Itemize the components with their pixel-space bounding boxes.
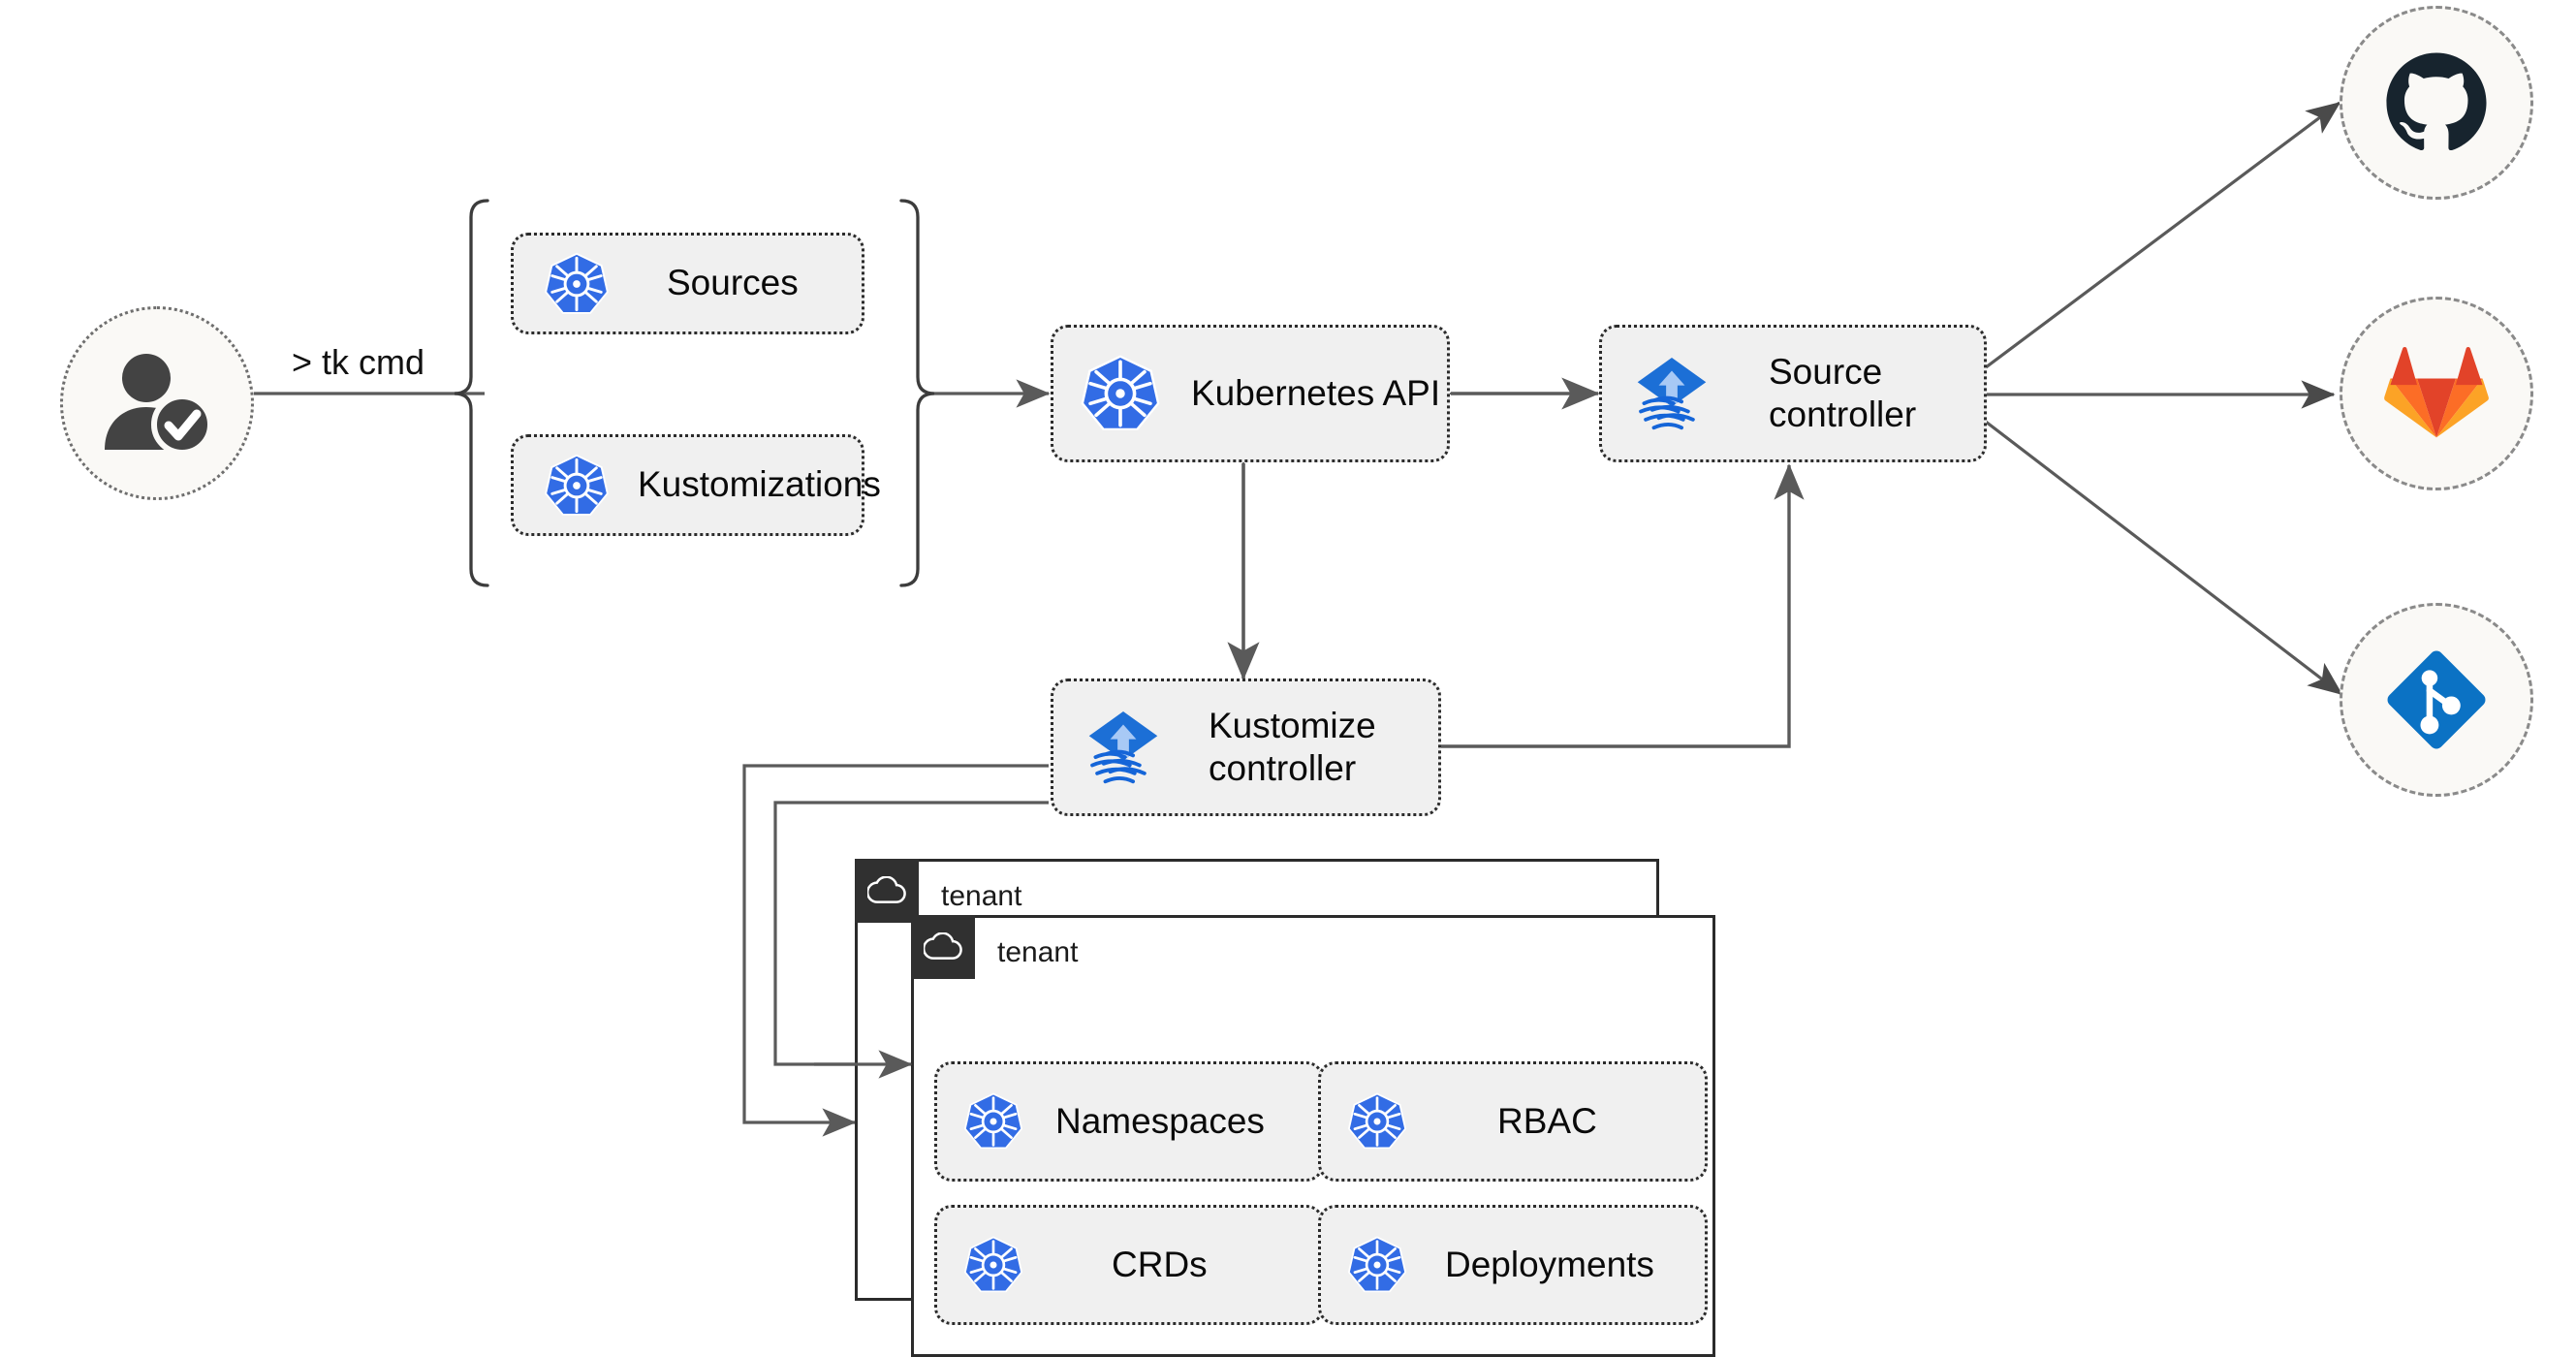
node-label: Kustomize controller xyxy=(1209,705,1376,789)
user-actor xyxy=(60,306,254,500)
git-repository-icon xyxy=(2387,650,2486,749)
kubernetes-icon xyxy=(1347,1092,1407,1150)
tenant-tab xyxy=(911,915,975,979)
tenant-resource-namespaces[interactable]: Namespaces xyxy=(934,1061,1324,1182)
source-controller-node[interactable]: Source controller xyxy=(1599,325,1987,462)
node-label-line1: Kustomize xyxy=(1209,706,1376,746)
kubernetes-icon xyxy=(1081,355,1160,430)
kubernetes-icon xyxy=(1347,1236,1407,1293)
tenant-resource-rbac[interactable]: RBAC xyxy=(1318,1061,1708,1182)
provider-git-repository[interactable] xyxy=(2340,603,2533,797)
resource-label: CRDs xyxy=(1112,1244,1208,1284)
cloud-icon xyxy=(924,932,962,960)
kubernetes-icon xyxy=(963,1092,1023,1150)
github-icon xyxy=(2386,52,2487,151)
node-label-line2: controller xyxy=(1769,394,1917,434)
flux-icon xyxy=(1088,711,1158,784)
provider-github[interactable] xyxy=(2340,6,2533,200)
resource-label: RBAC xyxy=(1497,1100,1597,1141)
resource-label: Kustomizations xyxy=(638,464,881,505)
kubernetes-icon xyxy=(545,454,609,516)
cloud-icon xyxy=(867,876,906,903)
node-label: Kubernetes API xyxy=(1191,372,1441,413)
resource-label: Sources xyxy=(667,263,799,303)
node-label: Source controller xyxy=(1769,351,1916,435)
kubernetes-icon xyxy=(963,1236,1023,1293)
gitlab-icon xyxy=(2384,347,2489,438)
resource-card-kustomizations[interactable]: Kustomizations xyxy=(511,434,881,536)
command-label: > tk cmd xyxy=(292,342,425,382)
resource-label: Deployments xyxy=(1445,1244,1654,1284)
tenant-resource-deployments[interactable]: Deployments xyxy=(1318,1205,1708,1325)
provider-gitlab[interactable] xyxy=(2340,297,2533,490)
tenant-resource-crds[interactable]: CRDs xyxy=(934,1205,1324,1325)
resource-card-sources[interactable]: Sources xyxy=(511,233,864,334)
tenant-title: tenant xyxy=(997,936,1079,968)
kubernetes-api-node[interactable]: Kubernetes API xyxy=(1051,325,1450,462)
resource-label: Namespaces xyxy=(1055,1100,1265,1141)
node-label-line1: Source xyxy=(1769,352,1883,393)
kubernetes-icon xyxy=(545,252,609,314)
tenant-tab xyxy=(855,859,919,923)
node-label-line2: controller xyxy=(1209,748,1357,788)
user-check-icon xyxy=(105,354,213,454)
tenant-panel-inner: tenant Namespaces xyxy=(911,915,1715,1357)
tenant-title: tenant xyxy=(941,880,1022,912)
flux-icon xyxy=(1637,358,1707,430)
